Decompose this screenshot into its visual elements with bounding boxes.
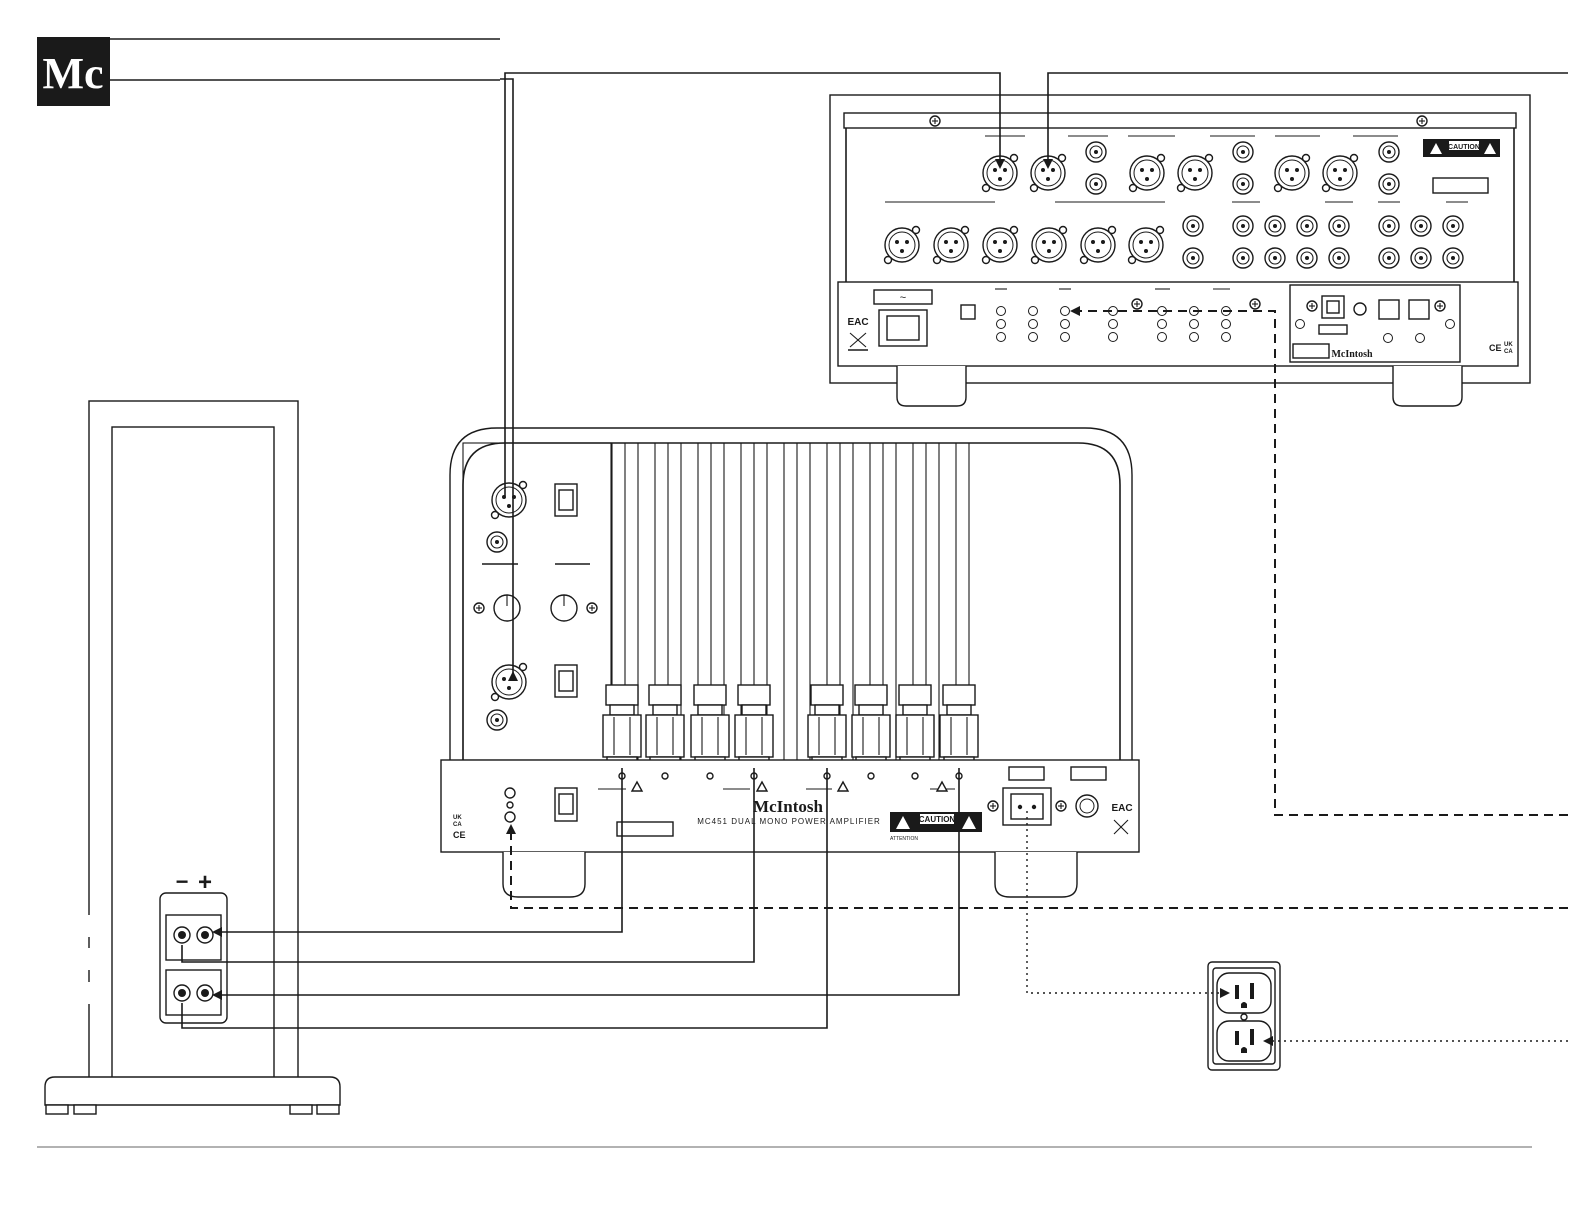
amp-binding-post	[691, 685, 729, 767]
preamp-brand-label: McIntosh	[1331, 349, 1373, 360]
preamp-eac-mark: EAC	[847, 317, 868, 328]
svg-text:~: ~	[900, 292, 906, 304]
amp-binding-post	[603, 685, 641, 767]
preamp-caution-label: CAUTION	[1423, 139, 1500, 157]
svg-text:CAUTION: CAUTION	[919, 815, 956, 824]
svg-text:CE: CE	[453, 830, 466, 840]
amp-binding-post	[896, 685, 934, 767]
svg-text:UK: UK	[1504, 342, 1513, 348]
amp-model-label: MC451 DUAL MONO POWER AMPLIFIER	[697, 817, 881, 826]
svg-text:CA: CA	[1504, 349, 1513, 355]
amp-binding-post	[940, 685, 978, 767]
svg-text:ATTENTION: ATTENTION	[890, 836, 918, 842]
mcintosh-logo: Mc	[37, 37, 110, 106]
speaker-plus-label: +	[198, 869, 212, 896]
amp-binding-post	[808, 685, 846, 767]
power-amplifier-rear-panel: McIntosh MC451 DUAL MONO POWER AMPLIFIER…	[441, 428, 1139, 897]
amp-binding-post	[852, 685, 890, 767]
preamplifier-rear-panel: CAUTION ~	[830, 95, 1530, 406]
svg-text:CAUTION: CAUTION	[1448, 144, 1480, 151]
speaker-minus-label: −	[176, 869, 189, 894]
svg-text:UK: UK	[453, 815, 462, 821]
wall-outlet	[1208, 962, 1280, 1070]
amp-eac-mark: EAC	[1111, 803, 1132, 814]
logo-text: Mc	[42, 49, 103, 98]
loudspeaker: − +	[45, 401, 340, 1114]
svg-text:CA: CA	[453, 822, 462, 828]
amp-binding-post	[646, 685, 684, 767]
amp-binding-post	[735, 685, 773, 767]
amp-brand-label: McIntosh	[753, 797, 823, 816]
svg-text:CE: CE	[1489, 343, 1502, 353]
